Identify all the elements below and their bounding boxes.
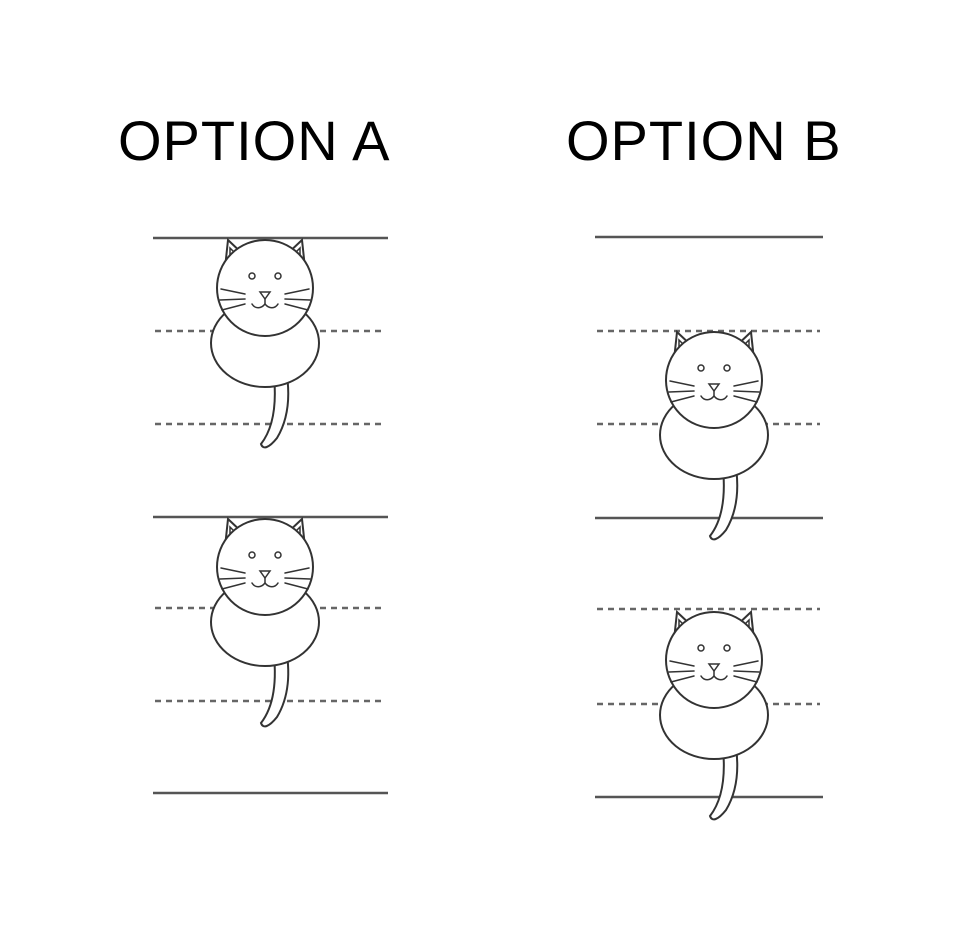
- option-a-title: OPTION A: [118, 109, 391, 172]
- option-b-title: OPTION B: [566, 109, 842, 172]
- option-a-cat-2: [210, 518, 320, 728]
- option-b-cat-2: [659, 611, 769, 821]
- option-a-cat-1: [210, 239, 320, 449]
- option-b-cat-1: [659, 331, 769, 541]
- option-a-lines: [153, 236, 388, 795]
